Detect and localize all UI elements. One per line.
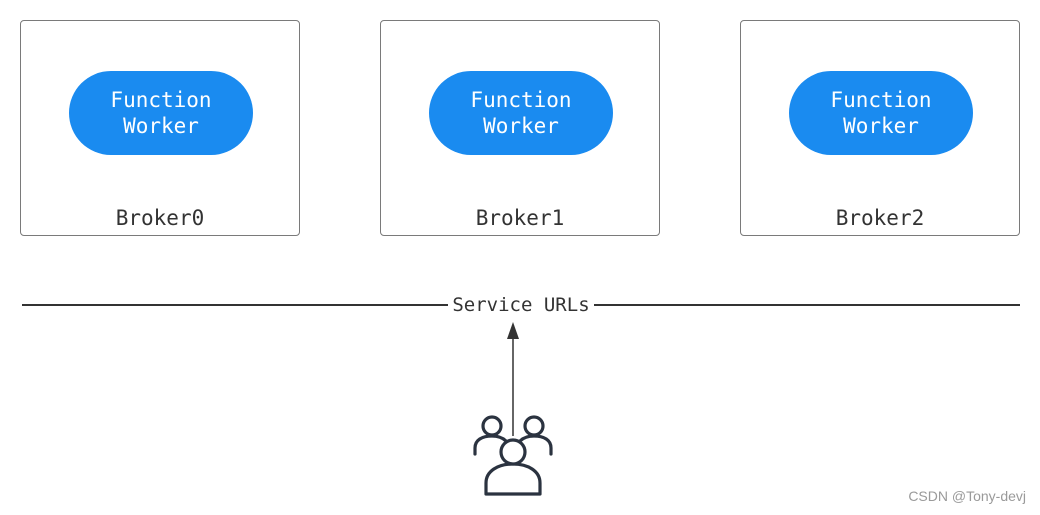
broker-label-1: Broker1 bbox=[475, 206, 565, 230]
function-worker-label-line2: Worker bbox=[123, 114, 199, 138]
function-worker-label-line1: Function bbox=[830, 88, 932, 112]
function-worker-2: Function Worker bbox=[789, 71, 973, 155]
service-urls-label: Service URLs bbox=[452, 294, 590, 316]
function-worker-label-line2: Worker bbox=[483, 114, 559, 138]
broker-label-0: Broker0 bbox=[115, 206, 205, 230]
broker-box-1: Function Worker Broker1 bbox=[380, 20, 660, 236]
function-worker-label-line1: Function bbox=[110, 88, 212, 112]
function-worker-0: Function Worker bbox=[69, 71, 253, 155]
broker-label-2: Broker2 bbox=[835, 206, 925, 230]
broker-box-0: Function Worker Broker0 bbox=[20, 20, 300, 236]
service-line-left bbox=[22, 304, 448, 306]
arrow-up-icon bbox=[507, 322, 519, 436]
broker-box-2: Function Worker Broker2 bbox=[740, 20, 1020, 236]
function-worker-label-line1: Function bbox=[470, 88, 572, 112]
function-worker-label-line2: Worker bbox=[843, 114, 919, 138]
function-worker-1: Function Worker bbox=[429, 71, 613, 155]
users-icon bbox=[473, 415, 553, 496]
service-line-right bbox=[594, 304, 1020, 306]
watermark-text: CSDN @Tony-devj bbox=[908, 488, 1026, 504]
